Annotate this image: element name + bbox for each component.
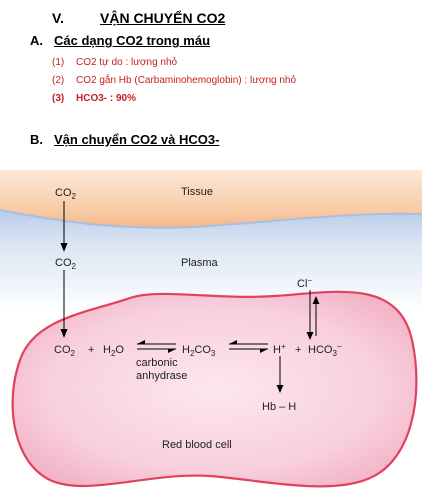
- list-item-number: (3): [52, 93, 65, 104]
- eq-plus-1: +: [88, 344, 94, 356]
- co2-plasma-label: CO2: [55, 257, 77, 271]
- tissue-region: [0, 170, 422, 228]
- section-a-letter: A.: [30, 33, 43, 48]
- section-b-heading: B. Vận chuyển CO2 và HCO3-: [30, 132, 219, 147]
- tissue-label: Tissue: [181, 186, 213, 198]
- plasma-label: Plasma: [181, 257, 219, 269]
- section-number: V.: [52, 10, 64, 26]
- section-a-title: Các dạng CO2 trong máu: [54, 33, 211, 48]
- section-b-letter: B.: [30, 132, 43, 147]
- tissue-boundary: [0, 209, 422, 229]
- eq-co2: CO2: [54, 344, 76, 358]
- page-title: VẬN CHUYỂN CO2: [100, 10, 226, 26]
- section-b-title: Vận chuyển CO2 và HCO3-: [54, 132, 220, 147]
- plasma-region: [0, 210, 422, 312]
- eq-hco3: HCO3−: [308, 342, 342, 358]
- red-blood-cell: [11, 290, 418, 488]
- hb-h-label: Hb – H: [262, 401, 296, 413]
- enzyme-label-line1: carbonic: [136, 357, 178, 369]
- list-item-text: CO2 tự do : lượng nhỏ: [76, 57, 178, 68]
- list-item-number: (2): [52, 75, 65, 86]
- list-item-text: HCO3- : 90%: [76, 93, 137, 104]
- eq-h2co3: H2CO3: [182, 344, 216, 358]
- co2-tissue-label: CO2: [55, 187, 77, 201]
- eq-h2o: H2O: [103, 344, 124, 358]
- eq-plus-2: +: [295, 344, 301, 356]
- cell-label: Red blood cell: [162, 439, 232, 451]
- list-item-text: CO2 gắn Hb (Carbaminohemoglobin) : lượng…: [76, 75, 297, 86]
- section-a-heading: A. Các dạng CO2 trong máu: [30, 33, 210, 48]
- list-item: (2) CO2 gắn Hb (Carbaminohemoglobin) : lư…: [52, 75, 296, 86]
- list-item: (3) HCO3- : 90%: [52, 93, 136, 104]
- enzyme-label-line2: anhydrase: [136, 370, 187, 382]
- chloride-label: Cl−: [297, 276, 312, 290]
- co2-transport-diagram: Tissue Plasma Red blood cell CO2 CO2 Cl−…: [0, 170, 422, 488]
- list-item: (1) CO2 tự do : lượng nhỏ: [52, 57, 177, 68]
- list-item-number: (1): [52, 57, 65, 68]
- eq-hplus: H+: [273, 342, 286, 356]
